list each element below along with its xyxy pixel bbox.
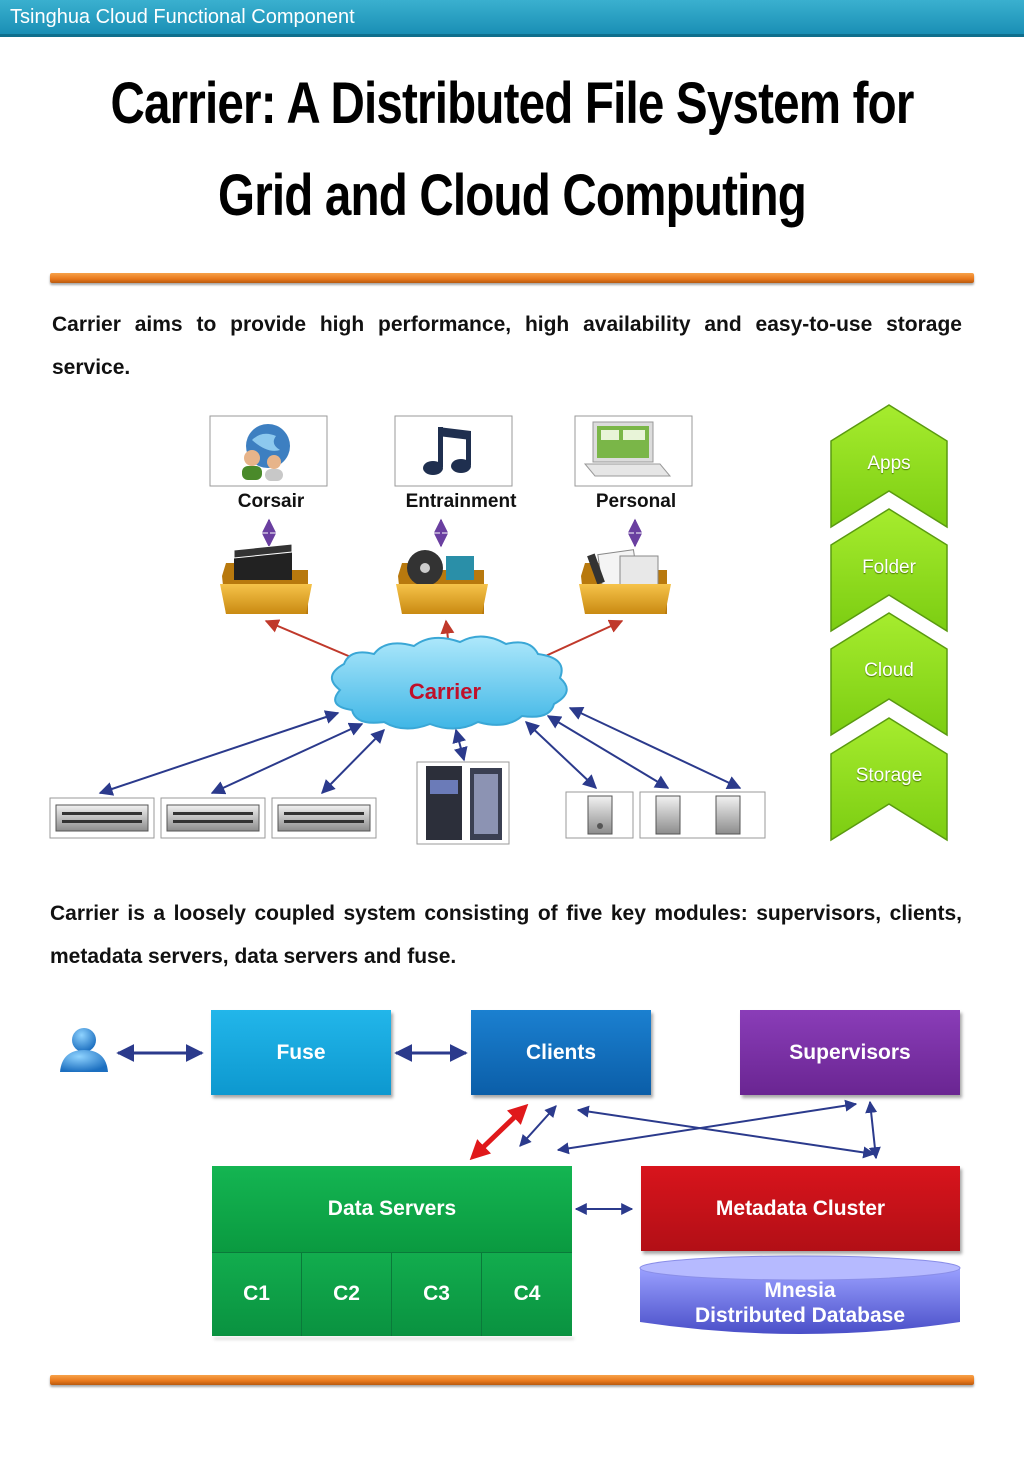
carrier-cloud-label: Carrier xyxy=(408,679,482,704)
tower-server-icon xyxy=(565,791,634,839)
layer-label-apps: Apps xyxy=(867,453,911,474)
rack-server-icon xyxy=(160,797,266,839)
chunk-c2: C2 xyxy=(302,1252,392,1336)
chunk-c1: C1 xyxy=(212,1252,302,1336)
category-label-entrainment: Entrainment xyxy=(405,491,517,512)
page-title-line1: Carrier: A Distributed File System for xyxy=(110,71,914,136)
document-folder-icon xyxy=(579,549,671,614)
clients-metadata-arrow xyxy=(576,1105,876,1159)
personal-tile xyxy=(574,415,693,487)
clients-dataservers-red-arrow xyxy=(469,1103,529,1161)
entrainment-tile xyxy=(394,415,513,487)
folder-layer-chevron xyxy=(830,508,948,633)
bottom-divider xyxy=(50,1375,974,1385)
cd-folder-icon xyxy=(396,550,488,614)
intro-paragraph: Carrier aims to provide high performance… xyxy=(52,313,962,379)
rack-server-icon xyxy=(271,797,377,839)
cloud-server-arrow-3 xyxy=(321,729,385,794)
layer-label-storage: Storage xyxy=(855,765,923,786)
supervisors-module: Supervisors xyxy=(740,1010,960,1095)
page-title-line2: Grid and Cloud Computing xyxy=(218,163,807,228)
clients-dataservers-arrow xyxy=(519,1105,557,1147)
supervisors-metadata-arrow xyxy=(865,1100,881,1160)
data-servers-module: Data Servers xyxy=(212,1166,572,1252)
chunk-c4: C4 xyxy=(482,1252,572,1336)
mnesia-database-cylinder xyxy=(639,1255,961,1334)
tower-server-icon xyxy=(639,791,766,839)
storage-layer-chevron xyxy=(830,717,948,842)
apps-layer-chevron xyxy=(830,404,948,529)
laptop-icon xyxy=(583,421,672,477)
dataservers-supervisors-arrow xyxy=(556,1099,858,1155)
cloud-server-arrow-7 xyxy=(568,707,742,789)
metadata-cluster-module: Metadata Cluster xyxy=(641,1166,960,1251)
database-label-line2: Distributed Database xyxy=(694,1304,906,1327)
cloud-layer-chevron xyxy=(830,612,948,737)
globe-users-icon xyxy=(242,424,290,481)
header-bar: Tsinghua Cloud Functional Component xyxy=(0,0,1024,37)
category-label-personal: Personal xyxy=(595,491,677,512)
architecture-diagram xyxy=(49,404,948,845)
database-label-line1: Mnesia xyxy=(764,1279,836,1302)
cloud-server-arrow-5 xyxy=(524,721,598,789)
header-text: Tsinghua Cloud Functional Component xyxy=(10,6,355,28)
category-label-corsair: Corsair xyxy=(237,491,305,512)
cloud-server-arrow-1 xyxy=(98,710,340,796)
data-servers-divider xyxy=(212,1252,572,1253)
top-divider xyxy=(50,273,974,283)
layer-label-cloud: Cloud xyxy=(864,660,914,681)
carrier-cloud xyxy=(331,635,568,730)
user-icon xyxy=(60,1028,108,1072)
music-note-icon xyxy=(423,427,471,475)
fuse-module: Fuse xyxy=(211,1010,391,1095)
server-cabinet-icon xyxy=(416,761,510,845)
layer-label-folder: Folder xyxy=(862,557,916,578)
corsair-tile xyxy=(209,415,328,487)
rack-server-icon xyxy=(49,797,155,839)
modules-paragraph: Carrier is a loosely coupled system cons… xyxy=(50,902,962,968)
modules-diagram xyxy=(60,1028,961,1334)
clapperboard-folder-icon xyxy=(220,543,312,614)
clients-module: Clients xyxy=(471,1010,651,1095)
chunk-c3: C3 xyxy=(392,1252,482,1336)
cloud-server-arrow-4 xyxy=(452,728,468,762)
cloud-server-arrow-2 xyxy=(210,722,364,795)
